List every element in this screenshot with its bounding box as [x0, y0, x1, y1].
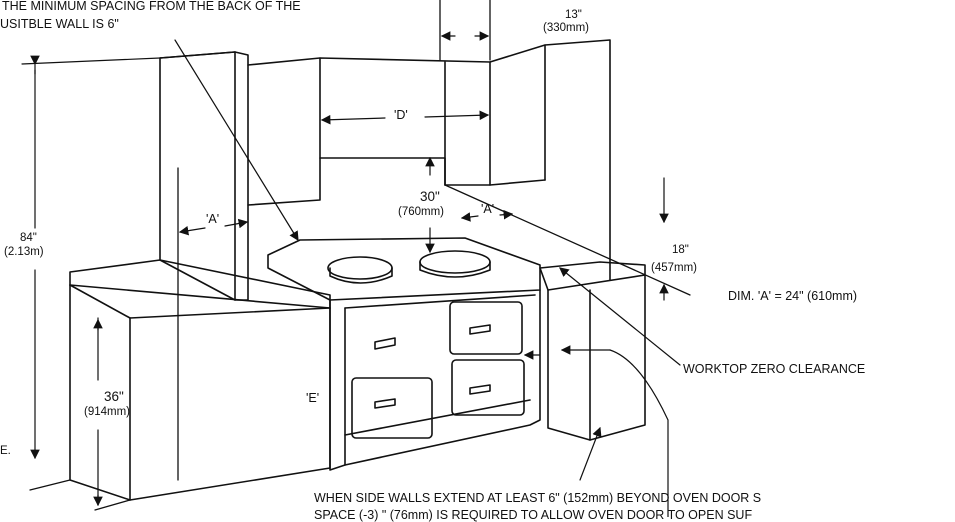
dim-13-inch: 13"	[565, 9, 582, 21]
dim-30-mm: (760mm)	[398, 206, 445, 218]
dim-18-inch: 18"	[672, 244, 689, 256]
label-a-left: 'A'	[206, 212, 220, 226]
worktop-right	[539, 261, 646, 441]
dim-84-inch: 84"	[20, 232, 37, 244]
dim-a-center	[460, 209, 514, 222]
wall-cabinets	[247, 39, 611, 281]
header-note-line1: THE MINIMUM SPACING FROM THE BACK OF THE	[2, 0, 301, 13]
dim-36-mm: (914mm)	[84, 406, 131, 418]
label-a-center: 'A'	[481, 202, 495, 216]
worktop-note: WORKTOP ZERO CLEARANCE	[683, 362, 866, 376]
left-edge-fragment: E.	[0, 445, 11, 457]
side-walls-note-line1: WHEN SIDE WALLS EXTEND AT LEAST 6" (152m…	[314, 492, 762, 505]
dim-36-inch: 36"	[104, 389, 124, 404]
dim-30-inch: 30"	[420, 189, 440, 204]
side-walls-note-line2: SPACE (-3) " (76mm) IS REQUIRED TO ALLOW…	[314, 509, 753, 522]
dim-d	[320, 110, 490, 125]
dim-a-note: DIM. 'A' = 24" (610mm)	[728, 289, 858, 303]
dim-a-left	[178, 218, 249, 236]
range-cooker	[267, 237, 541, 471]
label-d: 'D'	[394, 108, 408, 122]
reference-lines	[29, 0, 691, 511]
header-note-line2: USITBLE WALL IS 6"	[0, 17, 119, 31]
dim-84	[21, 55, 161, 460]
worktop-left	[69, 259, 331, 501]
dim-18-mm: (457mm)	[651, 262, 698, 274]
dim-84-m: (2.13m)	[4, 246, 44, 258]
dim-13-mm: (330mm)	[543, 22, 590, 34]
leader-lines	[174, 39, 681, 517]
label-e: 'E'	[306, 391, 320, 405]
